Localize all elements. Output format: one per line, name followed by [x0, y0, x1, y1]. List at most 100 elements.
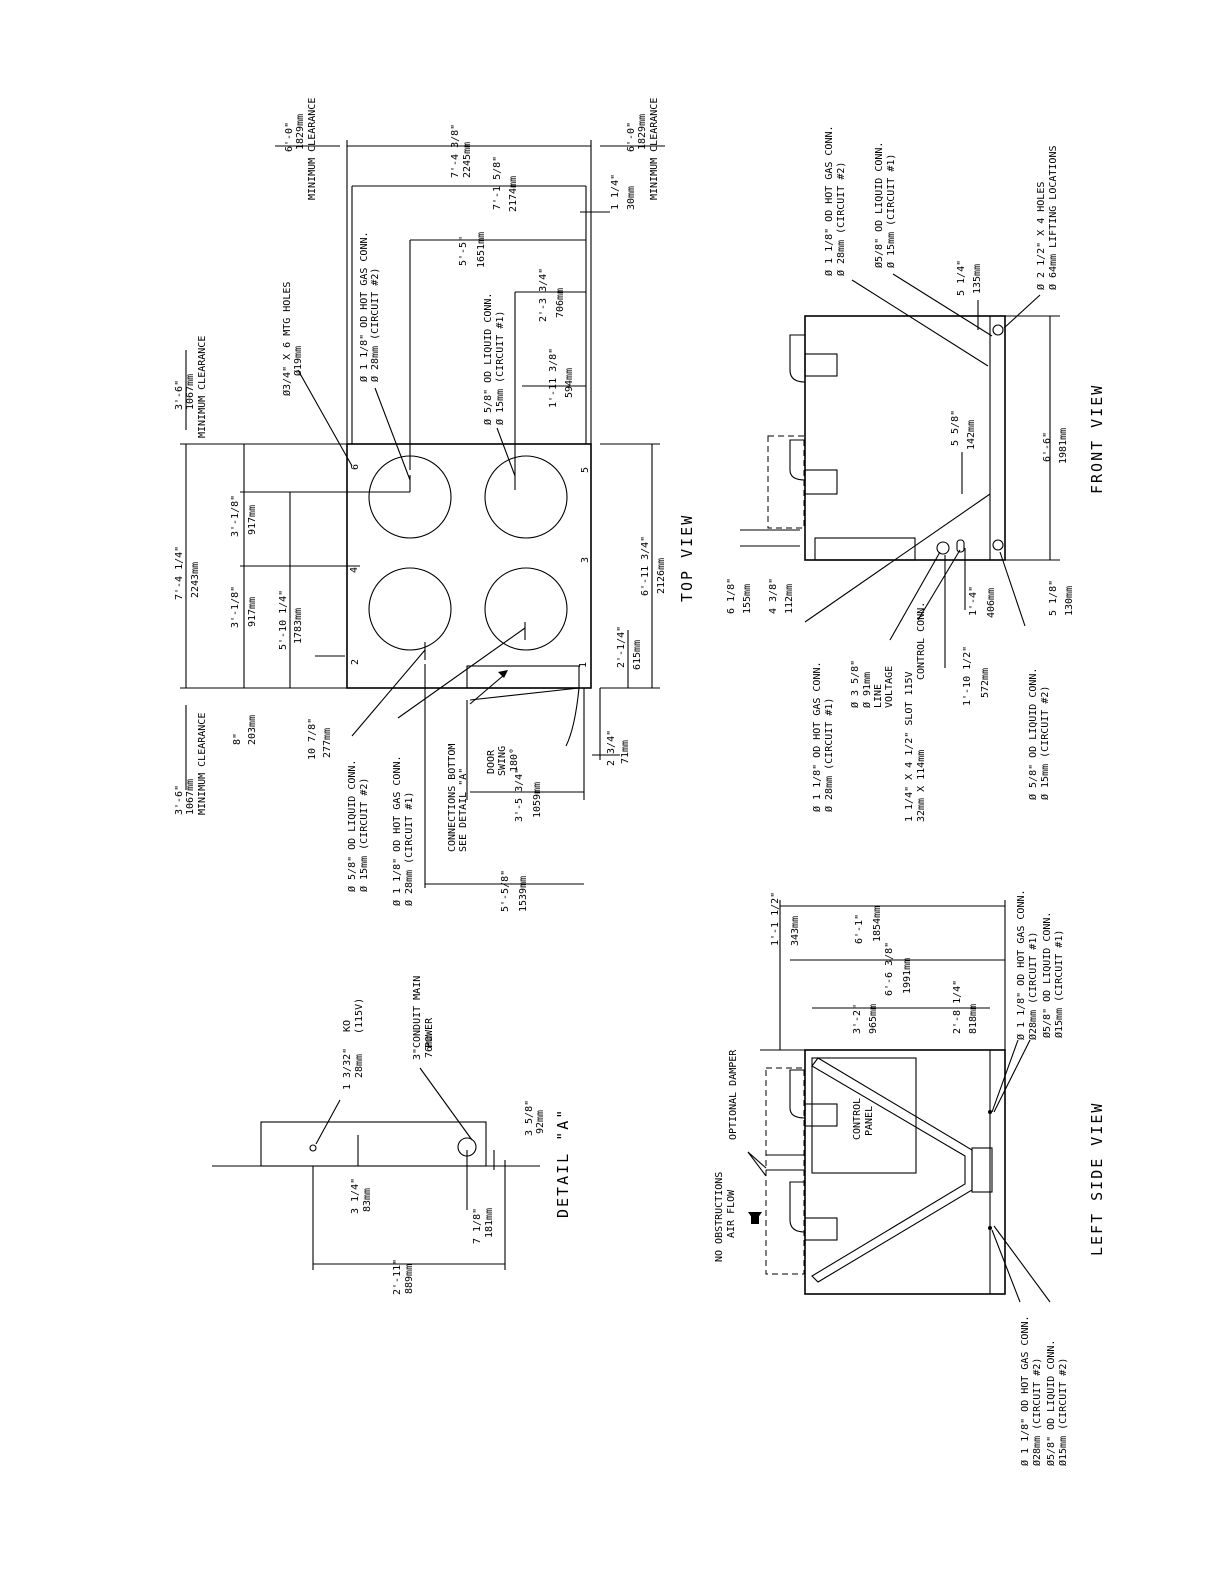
- optional-damper-outline: [765, 1067, 805, 1275]
- leader-line: [496, 427, 516, 477]
- callout-hot-gas-2-mm: Ø 28mm (CIRCUIT #2): [369, 268, 381, 382]
- callout-line-voltage: VOLTAGE: [884, 666, 895, 708]
- callout-liquid-1: Ø 5/8" OD LIQUID CONN.: [482, 293, 494, 425]
- callout-line-voltage: Ø 3 5/8": [849, 660, 861, 708]
- view-title-side: LEFT SIDE VIEW: [1088, 1102, 1106, 1256]
- clearance-label: MINIMUM CLEARANCE: [649, 98, 660, 200]
- dim-text: 2'-8 1/4": [952, 980, 963, 1034]
- dim-text: 1783mm: [293, 608, 304, 644]
- dim-text: 965mm: [868, 1004, 879, 1034]
- lifting-hole: [992, 324, 1004, 336]
- leader-line: [999, 551, 1026, 627]
- dim-text: 406mm: [986, 588, 997, 618]
- door-swing-arc: [565, 687, 580, 747]
- dim-text: 2'-1/4": [616, 626, 627, 668]
- dim-text: 277mm: [322, 728, 333, 758]
- dim-text: 5'-5": [458, 236, 469, 266]
- callout-hot-gas-2-mm: Ø28mm (CIRCUIT #2): [1031, 1358, 1043, 1466]
- leader-line: [804, 493, 991, 623]
- clearance-dim: 1829mm: [295, 114, 306, 150]
- dim-text: 1'-1 1/2": [770, 892, 781, 946]
- dim-text: 6'-11 3/4": [640, 536, 651, 596]
- fan-motor: [804, 1103, 838, 1127]
- dim-text: 6'-1": [854, 914, 865, 944]
- fan-guard-profile: [789, 1069, 806, 1119]
- dim-text: 92mm: [535, 1110, 546, 1134]
- lifting-hole: [992, 539, 1004, 551]
- callout-liquid-1: Ø5/8" OD LIQUID CONN.: [873, 142, 885, 268]
- detail-panel: [260, 1121, 487, 1167]
- dim-text: 2 3/4": [606, 730, 617, 766]
- control-box: [814, 537, 916, 561]
- dim-text: 135mm: [972, 264, 983, 294]
- dim-text: 7 1/8": [472, 1208, 483, 1244]
- dim-text: 5 5/8": [950, 410, 961, 446]
- dim-text: 2245mm: [462, 142, 473, 178]
- dim-text: 155mm: [742, 584, 753, 614]
- dim-text: 5 1/4": [956, 260, 967, 296]
- callout-hot-gas-1: Ø 1 1/8" OD HOT GAS CONN.: [811, 661, 823, 812]
- fan-circle: [484, 567, 568, 651]
- control-slot: [956, 539, 965, 553]
- callout-liquid-2-mm: Ø 15mm (CIRCUIT #2): [1039, 686, 1051, 800]
- leader-line: [993, 1039, 1031, 1113]
- dim-text: 1'-10 1/2": [962, 646, 973, 706]
- dim-text: 594mm: [564, 368, 575, 398]
- dim-text: 3'-5 3/4": [514, 768, 525, 822]
- dim-text: 28mm: [354, 1054, 365, 1078]
- callout-hot-gas-2-mm: Ø 28mm (CIRCUIT #2): [835, 162, 847, 276]
- line-voltage-ko: [936, 541, 950, 555]
- dim-text: 7'-4 1/4": [174, 546, 185, 600]
- hole-number: 1: [578, 662, 589, 668]
- optional-damper-outline: [767, 435, 805, 529]
- leader-line: [993, 1225, 1051, 1303]
- hole-number: 6: [350, 464, 361, 470]
- dim-text: 3 1/4": [350, 1178, 361, 1214]
- clearance-label: MINIMUM CLEARANCE: [197, 713, 208, 815]
- dim-text: 1 3/32": [342, 1048, 353, 1090]
- callout-hot-gas-1: Ø 1 1/8" OD HOT GAS CONN.: [1015, 889, 1027, 1040]
- dim-text: 6'-6 3/8": [884, 942, 895, 996]
- clearance-label: MINIMUM CLEARANCE: [307, 98, 318, 200]
- dim-text: 8": [232, 733, 243, 745]
- callout-mtg-holes-mm: Ø19mm: [292, 346, 304, 376]
- callout-liquid-2-mm: Ø 15mm (CIRCUIT #2): [358, 778, 370, 892]
- hole-number: 3: [580, 557, 591, 563]
- dim-text: 706mm: [555, 288, 566, 318]
- hole-number: 4: [349, 567, 360, 573]
- clearance-dim: 6'-0": [284, 122, 295, 152]
- dim-text: 1539mm: [518, 876, 529, 912]
- fan-guard-profile: [789, 439, 806, 481]
- callout-liquid-2: Ø 5/8" OD LIQUID CONN.: [1027, 668, 1039, 800]
- arrow-head-icon: [498, 670, 508, 678]
- dim-text: 4 3/8": [768, 578, 779, 614]
- dim-text: 1651mm: [476, 232, 487, 268]
- dim-text: 83mm: [362, 1188, 373, 1212]
- fan-circle: [484, 455, 568, 539]
- clearance-dim: 1067mm: [185, 779, 196, 815]
- dim-text: 2'-11": [392, 1259, 403, 1295]
- leader-line: [1003, 294, 1041, 329]
- control-panel: [811, 1057, 917, 1174]
- view-title-top: TOP VIEW: [678, 514, 696, 602]
- door-label: SWING: [497, 746, 508, 776]
- fan-guard-profile: [789, 1181, 806, 1233]
- callout-ko: (115V): [354, 998, 365, 1034]
- leader-line: [469, 674, 505, 705]
- dim-text: 3 5/8": [524, 1100, 535, 1136]
- callout-hot-gas-1-mm: Ø 28mm (CIRCUIT #1): [403, 792, 415, 906]
- dim-text: 6 1/8": [726, 578, 737, 614]
- fan-guard-profile: [789, 334, 806, 383]
- dim-text: 142mm: [966, 420, 977, 450]
- leader-line: [747, 1151, 767, 1169]
- front-view: Ø 1 1/8" OD HOT GAS CONN. Ø 28mm (CIRCUI…: [726, 125, 1106, 822]
- left-side-view: CONTROL PANEL NO OBSTRUCTIONS AIR FLOW O…: [714, 889, 1106, 1466]
- dim-text: 1'-4": [968, 586, 979, 616]
- control-panel-label: PANEL: [864, 1106, 875, 1136]
- leader-line: [374, 387, 411, 481]
- callout-mtg-holes: Ø3/4" X 6 MTG HOLES: [281, 282, 293, 396]
- dim-text: 181mm: [484, 1208, 495, 1238]
- dim-text: 1059mm: [532, 782, 543, 818]
- callout-hot-gas-2: Ø 1 1/8" OD HOT GAS CONN.: [1019, 1315, 1031, 1466]
- dim-text: 7'-1 5/8": [492, 156, 503, 210]
